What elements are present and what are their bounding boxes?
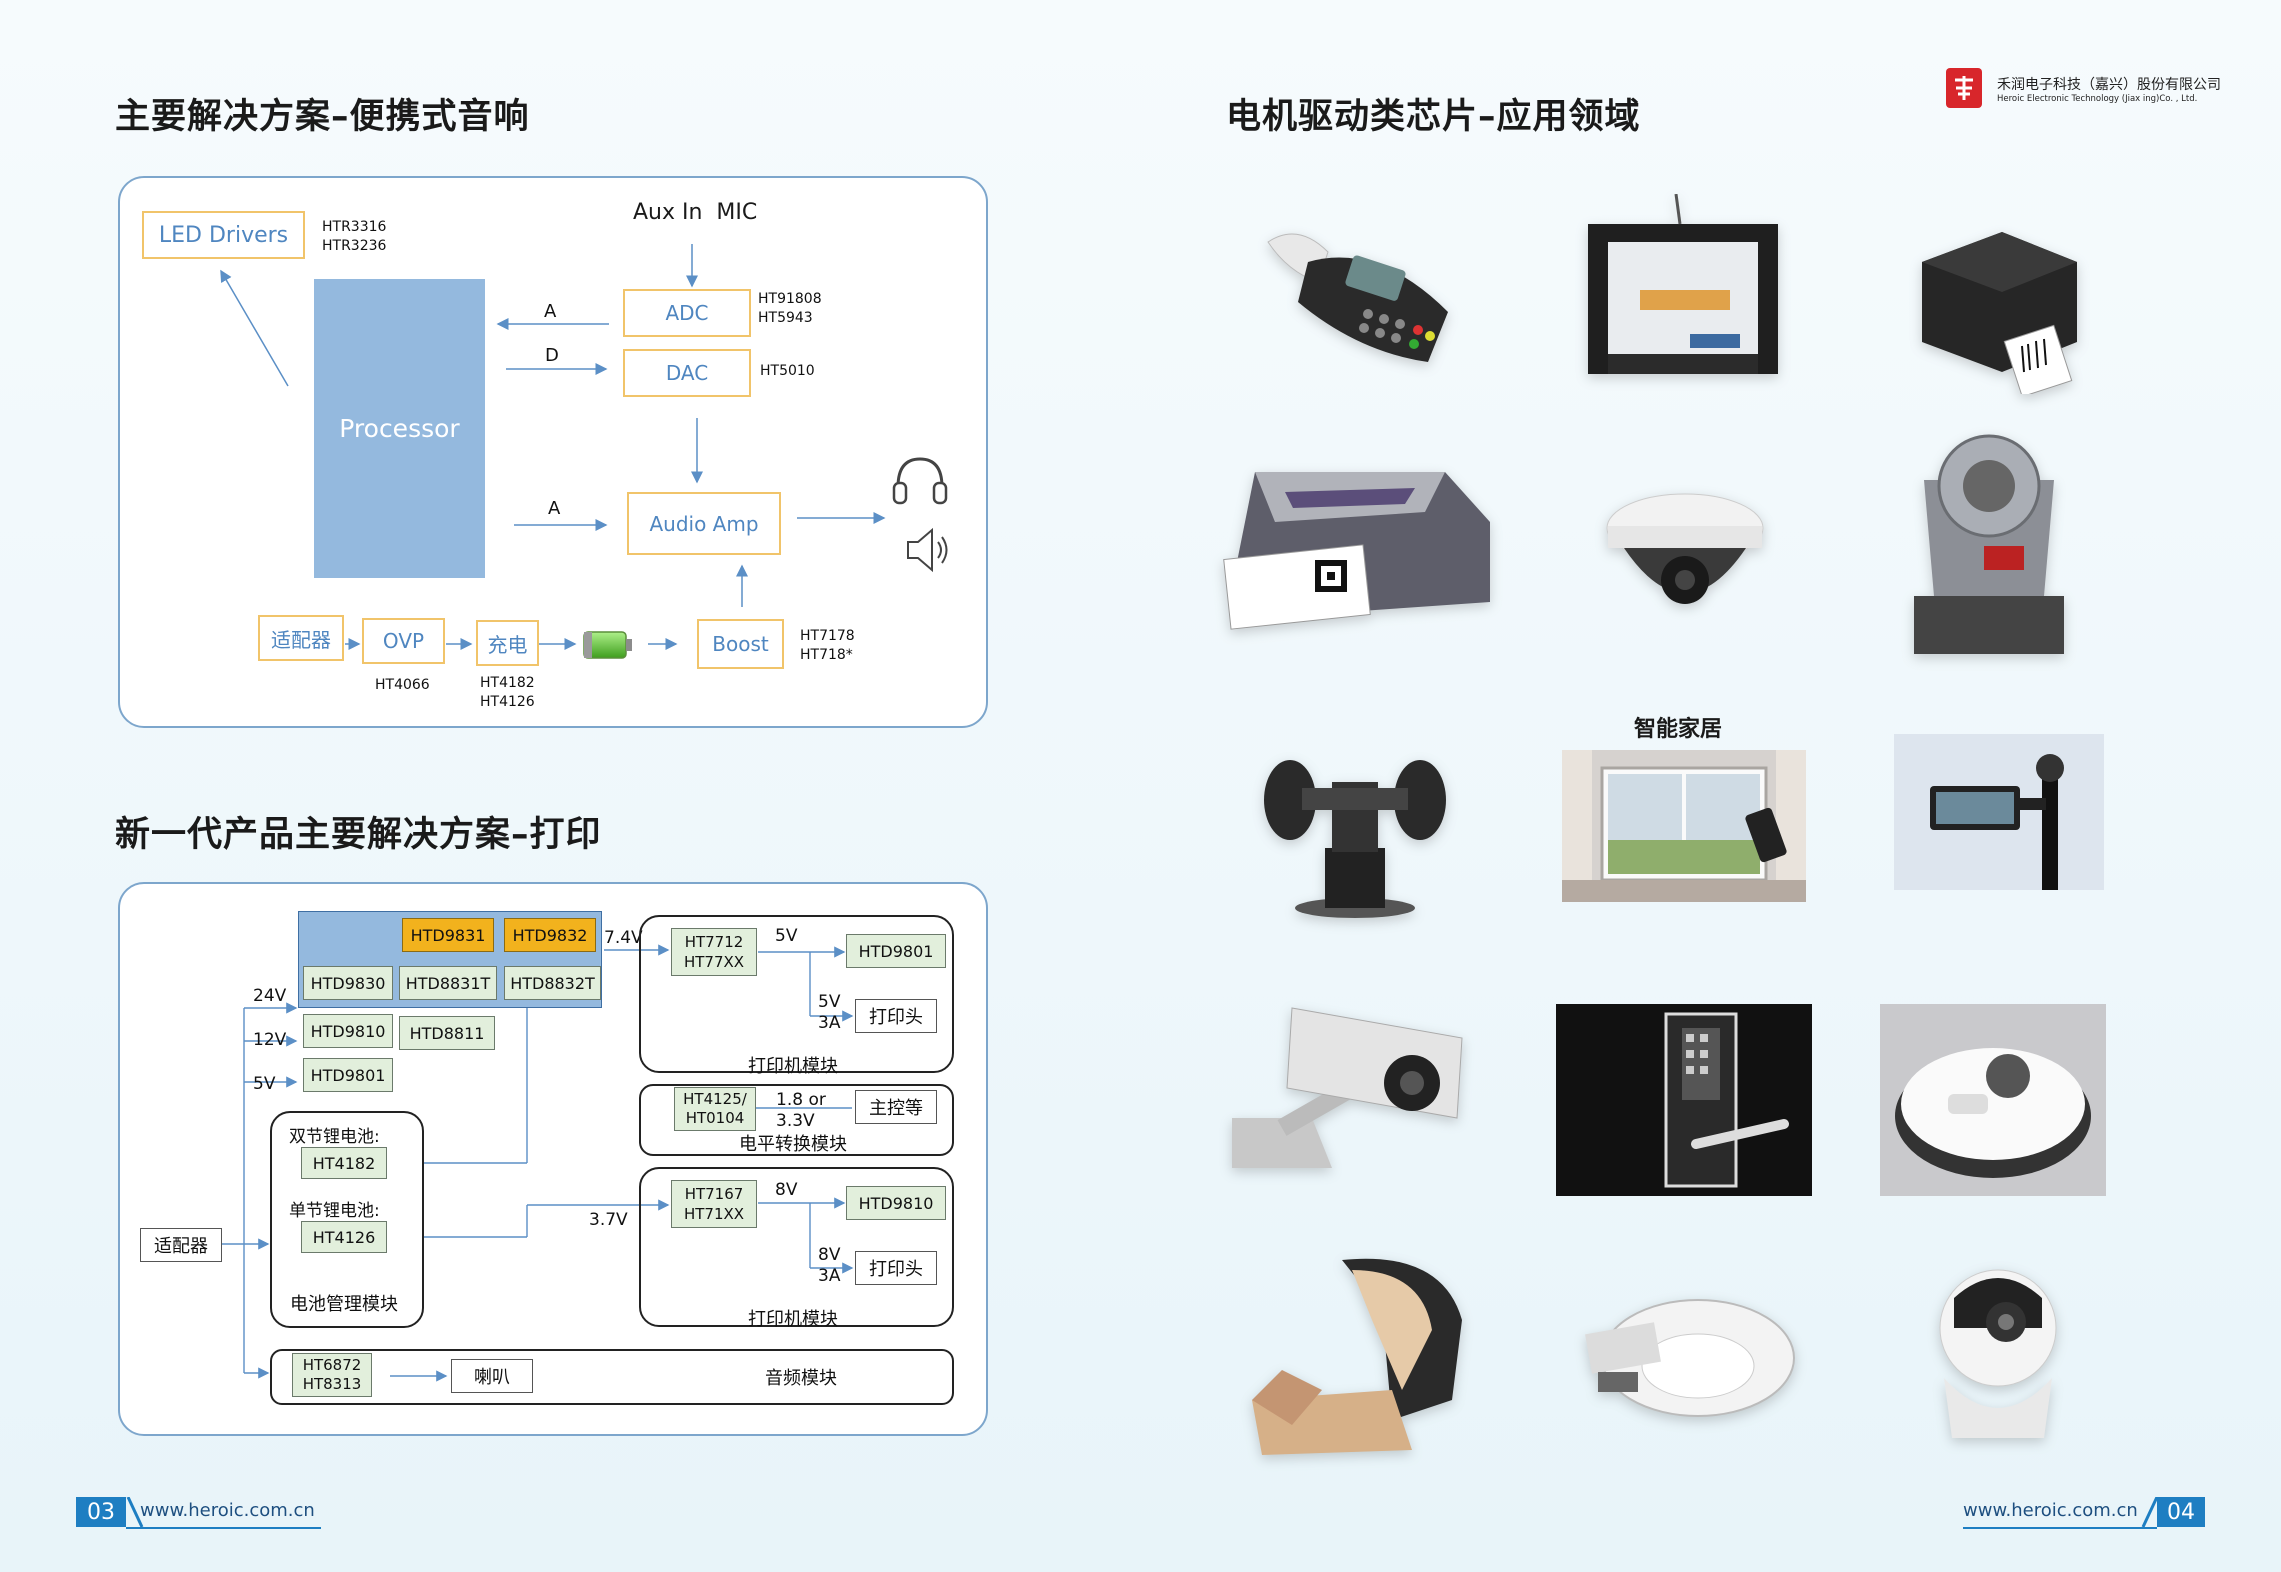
smart-home-label: 智能家居	[1634, 717, 1723, 742]
signal-a-label-1: A	[544, 301, 557, 322]
footer-underline-left	[126, 1527, 321, 1529]
ovp-box: OVP	[362, 618, 445, 664]
voltage-3-7v: 3.7V	[589, 1210, 628, 1230]
smart-toilet-seat-image	[1585, 1299, 1795, 1417]
aux-in-label: Aux In MIC	[633, 200, 758, 225]
dual-cell-label: 双节锂电池:	[289, 1127, 380, 1147]
adapter-box-audio: 适配器	[258, 615, 344, 661]
chip-ht4125: HT4125/HT0104	[674, 1087, 756, 1131]
single-cell-label: 单节锂电池:	[289, 1201, 380, 1221]
signal-d-label: D	[545, 345, 559, 366]
footer-slash-right	[2141, 1497, 2159, 1527]
printer-module-1	[639, 915, 954, 1073]
printer-module-2-label: 打印机模块	[748, 1309, 838, 1330]
audio-module-label: 音频模块	[765, 1368, 837, 1389]
chip-htd9831: HTD9831	[402, 918, 494, 952]
section-title-audio: 主要解决方案–便携式音响	[115, 97, 530, 137]
headphones-icon	[892, 457, 948, 505]
adapter-box-print: 适配器	[140, 1228, 222, 1262]
robot-vacuum-image	[1880, 1004, 2106, 1196]
adc-box: ADC	[623, 289, 751, 337]
footer-slash-left	[126, 1497, 144, 1527]
printer-module-2	[639, 1167, 954, 1327]
print-head-1: 打印头	[855, 999, 937, 1033]
host-box: 主控等	[855, 1090, 937, 1124]
dome-camera-image	[1606, 493, 1764, 604]
mod1-voltage: 5V	[775, 926, 798, 946]
dot-matrix-printer-image	[1223, 472, 1490, 630]
speaker-icon	[907, 527, 948, 573]
bullet-camera-image	[1232, 1007, 1463, 1168]
ovp-chip: HT4066	[375, 677, 430, 693]
level-shift-module	[639, 1084, 954, 1156]
chip-ht4126: HT4126	[301, 1221, 387, 1253]
signal-a-label-2: A	[548, 498, 561, 519]
pan-tilt-camera-image	[1264, 760, 1446, 918]
dac-chip: HT5010	[760, 363, 815, 379]
dac-box: DAC	[623, 349, 751, 397]
home-camera-image	[1939, 1269, 2057, 1438]
speaker-box: 喇叭	[451, 1359, 533, 1393]
company-name-en: Heroic Electronic Technology (Jiax ing)C…	[1997, 94, 2198, 104]
massage-chair-image	[1252, 1258, 1462, 1455]
chip-htd8831t: HTD8831T	[399, 966, 497, 1000]
section-title-print: 新一代产品主要解决方案–打印	[115, 815, 602, 855]
smart-home-image	[1562, 750, 1806, 902]
boost-box: Boost	[697, 619, 784, 669]
voltage-24v: 24V	[253, 986, 287, 1006]
chip-ht4182: HT4182	[301, 1147, 387, 1179]
led-drivers-box: LED Drivers	[142, 211, 305, 259]
battery-module-label: 电池管理模块	[290, 1294, 398, 1315]
logo-seal-icon	[1955, 76, 1973, 100]
chip-htd9801: HTD9801	[303, 1058, 393, 1092]
audio-amp-box: Audio Amp	[627, 492, 781, 555]
chip-htd9830: HTD9830	[303, 966, 393, 1000]
chip-htd8811: HTD8811	[399, 1016, 495, 1050]
processor-block: Processor	[314, 279, 485, 578]
company-logo	[1946, 68, 1982, 108]
chip-htd9810: HTD9810	[303, 1014, 393, 1048]
gimbal-image	[1894, 734, 2104, 890]
battery-module	[270, 1111, 424, 1328]
voltage-5v: 5V	[253, 1074, 276, 1094]
chip-htd9832: HTD9832	[504, 918, 596, 952]
section-title-motor: 电机驱动类芯片–应用领域	[1226, 97, 1641, 137]
footer-page-number-left: 03	[76, 1497, 126, 1527]
smart-lock-image	[1556, 1004, 1812, 1196]
footer-page-number-right: 04	[2157, 1497, 2205, 1527]
battery-icon	[583, 631, 632, 659]
printer-module-1-label: 打印机模块	[748, 1056, 838, 1077]
3d-printer-image	[1588, 194, 1778, 374]
audio-module	[270, 1349, 954, 1405]
pos-terminal-image	[1267, 233, 1448, 362]
voltage-7-4v: 7.4V	[604, 928, 643, 948]
chip-htd8832t: HTD8832T	[504, 966, 601, 1000]
label-printer-image	[1922, 232, 2077, 394]
voltage-12v: 12V	[253, 1030, 287, 1050]
chip-htd9801-out: HTD9801	[846, 934, 946, 968]
stage-light-image	[1914, 434, 2064, 654]
print-head-2: 打印头	[855, 1251, 937, 1285]
mod2-voltage: 8V	[775, 1180, 798, 1200]
footer-underline-right	[1963, 1527, 2157, 1529]
level-module-label: 电平转换模块	[739, 1134, 847, 1155]
print-diagram-lines	[222, 944, 854, 1382]
charge-box: 充电	[476, 620, 539, 666]
chip-htd9810-out: HTD9810	[846, 1186, 946, 1220]
footer-url-right: www.heroic.com.cn	[1963, 1500, 2138, 1521]
footer-url-left: www.heroic.com.cn	[140, 1500, 315, 1521]
company-name-cn: 禾润电子科技（嘉兴）股份有限公司	[1997, 77, 2221, 93]
